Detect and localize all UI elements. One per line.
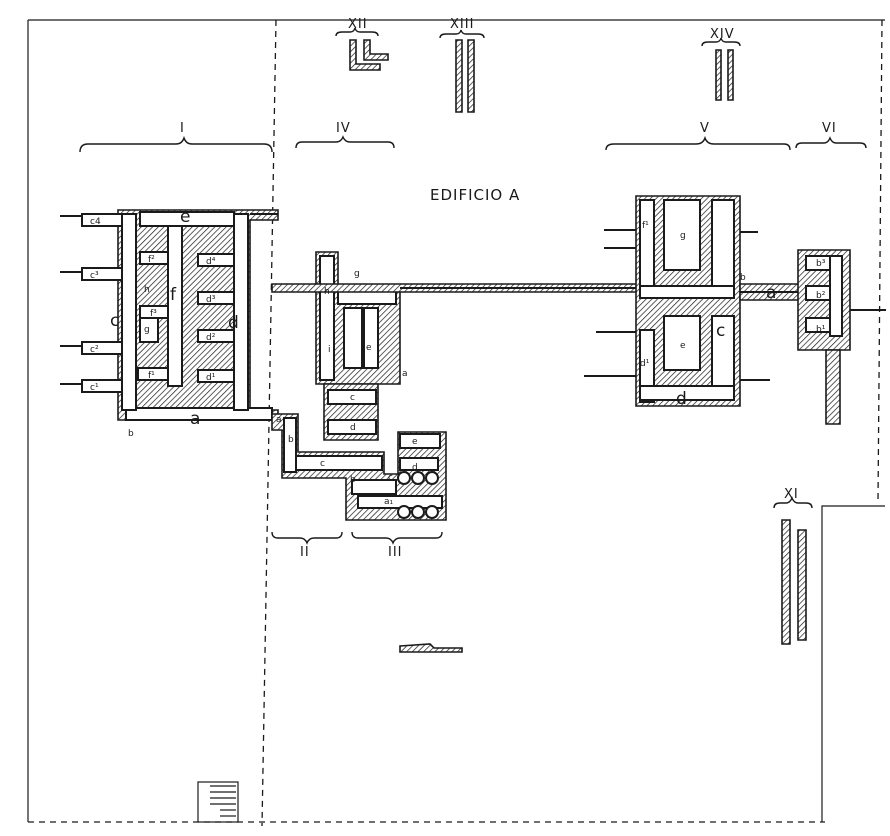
bracket-vi [795,136,867,149]
room-label: d³ [206,295,216,305]
sector-label-xiv: XIV [710,27,735,42]
sector-label-iv: IV [336,121,351,136]
room-label: g [354,269,360,279]
bracket-xi [773,496,813,509]
sector-label-xiii: XIII [450,17,474,32]
feature-xii [349,39,389,71]
feature-xiii [455,39,475,113]
room-label: b [350,475,356,485]
room-label: h [324,287,330,297]
building-iv [271,251,641,441]
fragment-stair [197,781,239,823]
room-label: g [144,325,150,335]
room-label: f² [148,255,155,265]
room-label: b¹ [816,325,826,335]
room-label: a [276,415,282,425]
labels: EDIFICIO A I IV V VI II III XI XII XIII … [90,17,837,560]
bracket-iv [295,135,395,149]
room-label: d [412,463,418,473]
room-label: g [680,231,686,241]
room-label: b [740,273,746,283]
room-label: d² [206,333,216,343]
room-label: a₁ [384,497,394,507]
sector-label-i: I [180,121,185,136]
site-boundary [27,19,885,827]
feature-xiv [715,49,734,101]
sector-label-vi: VI [822,121,837,136]
fragment-center [399,643,463,653]
sector-label-iii: III [388,545,403,560]
room-label: c [350,393,355,403]
room-label: d¹ [206,373,216,383]
room-label: d [228,313,239,333]
room-label: d¹ [640,359,650,369]
sector-label-v: V [700,121,710,136]
room-label: f¹ [642,221,649,231]
room-label: a [190,409,200,429]
bracket-v [605,135,791,151]
room-label: d [676,389,687,409]
room-label: e [412,437,418,447]
room-label: c¹ [90,383,99,393]
sector-label-xi: XI [784,487,799,502]
bracket-ii [271,531,343,545]
room-label: d [350,423,356,433]
room-label: c [320,459,325,469]
room-label: c [716,321,725,341]
building-ii-iii [271,413,447,521]
room-label: b [128,429,134,439]
room-label: e [680,341,686,351]
room-label: b² [816,291,826,301]
feature-xi [781,519,807,645]
room-label: d⁴ [206,257,216,267]
building-title: EDIFICIO A [430,186,520,204]
sector-label-xii: XII [348,17,368,32]
bracket-xiii [439,29,485,39]
bracket-iii [351,531,443,545]
bracket-i [79,135,273,153]
building-v [584,195,805,407]
room-label: b [288,435,294,445]
bracket-xii [335,27,379,37]
room-label: a [402,369,408,379]
room-label: e [366,343,372,353]
room-label: f [170,285,177,305]
room-label: e [180,207,190,227]
room-label: h [144,285,150,295]
room-label: c² [90,345,99,355]
room-label: a [766,283,776,303]
building-i [60,209,279,421]
room-label: c [110,311,119,331]
sector-brackets [79,27,867,545]
sector-label-ii: II [300,545,310,560]
room-label: b³ [816,259,826,269]
bracket-xiv [701,37,741,47]
room-label: i [328,345,331,355]
room-label: f³ [150,309,157,319]
room-label: c [388,473,393,483]
building-vi [797,249,886,425]
room-label: f¹ [148,371,155,381]
room-label: c³ [90,271,99,281]
room-label: c4 [90,217,101,227]
